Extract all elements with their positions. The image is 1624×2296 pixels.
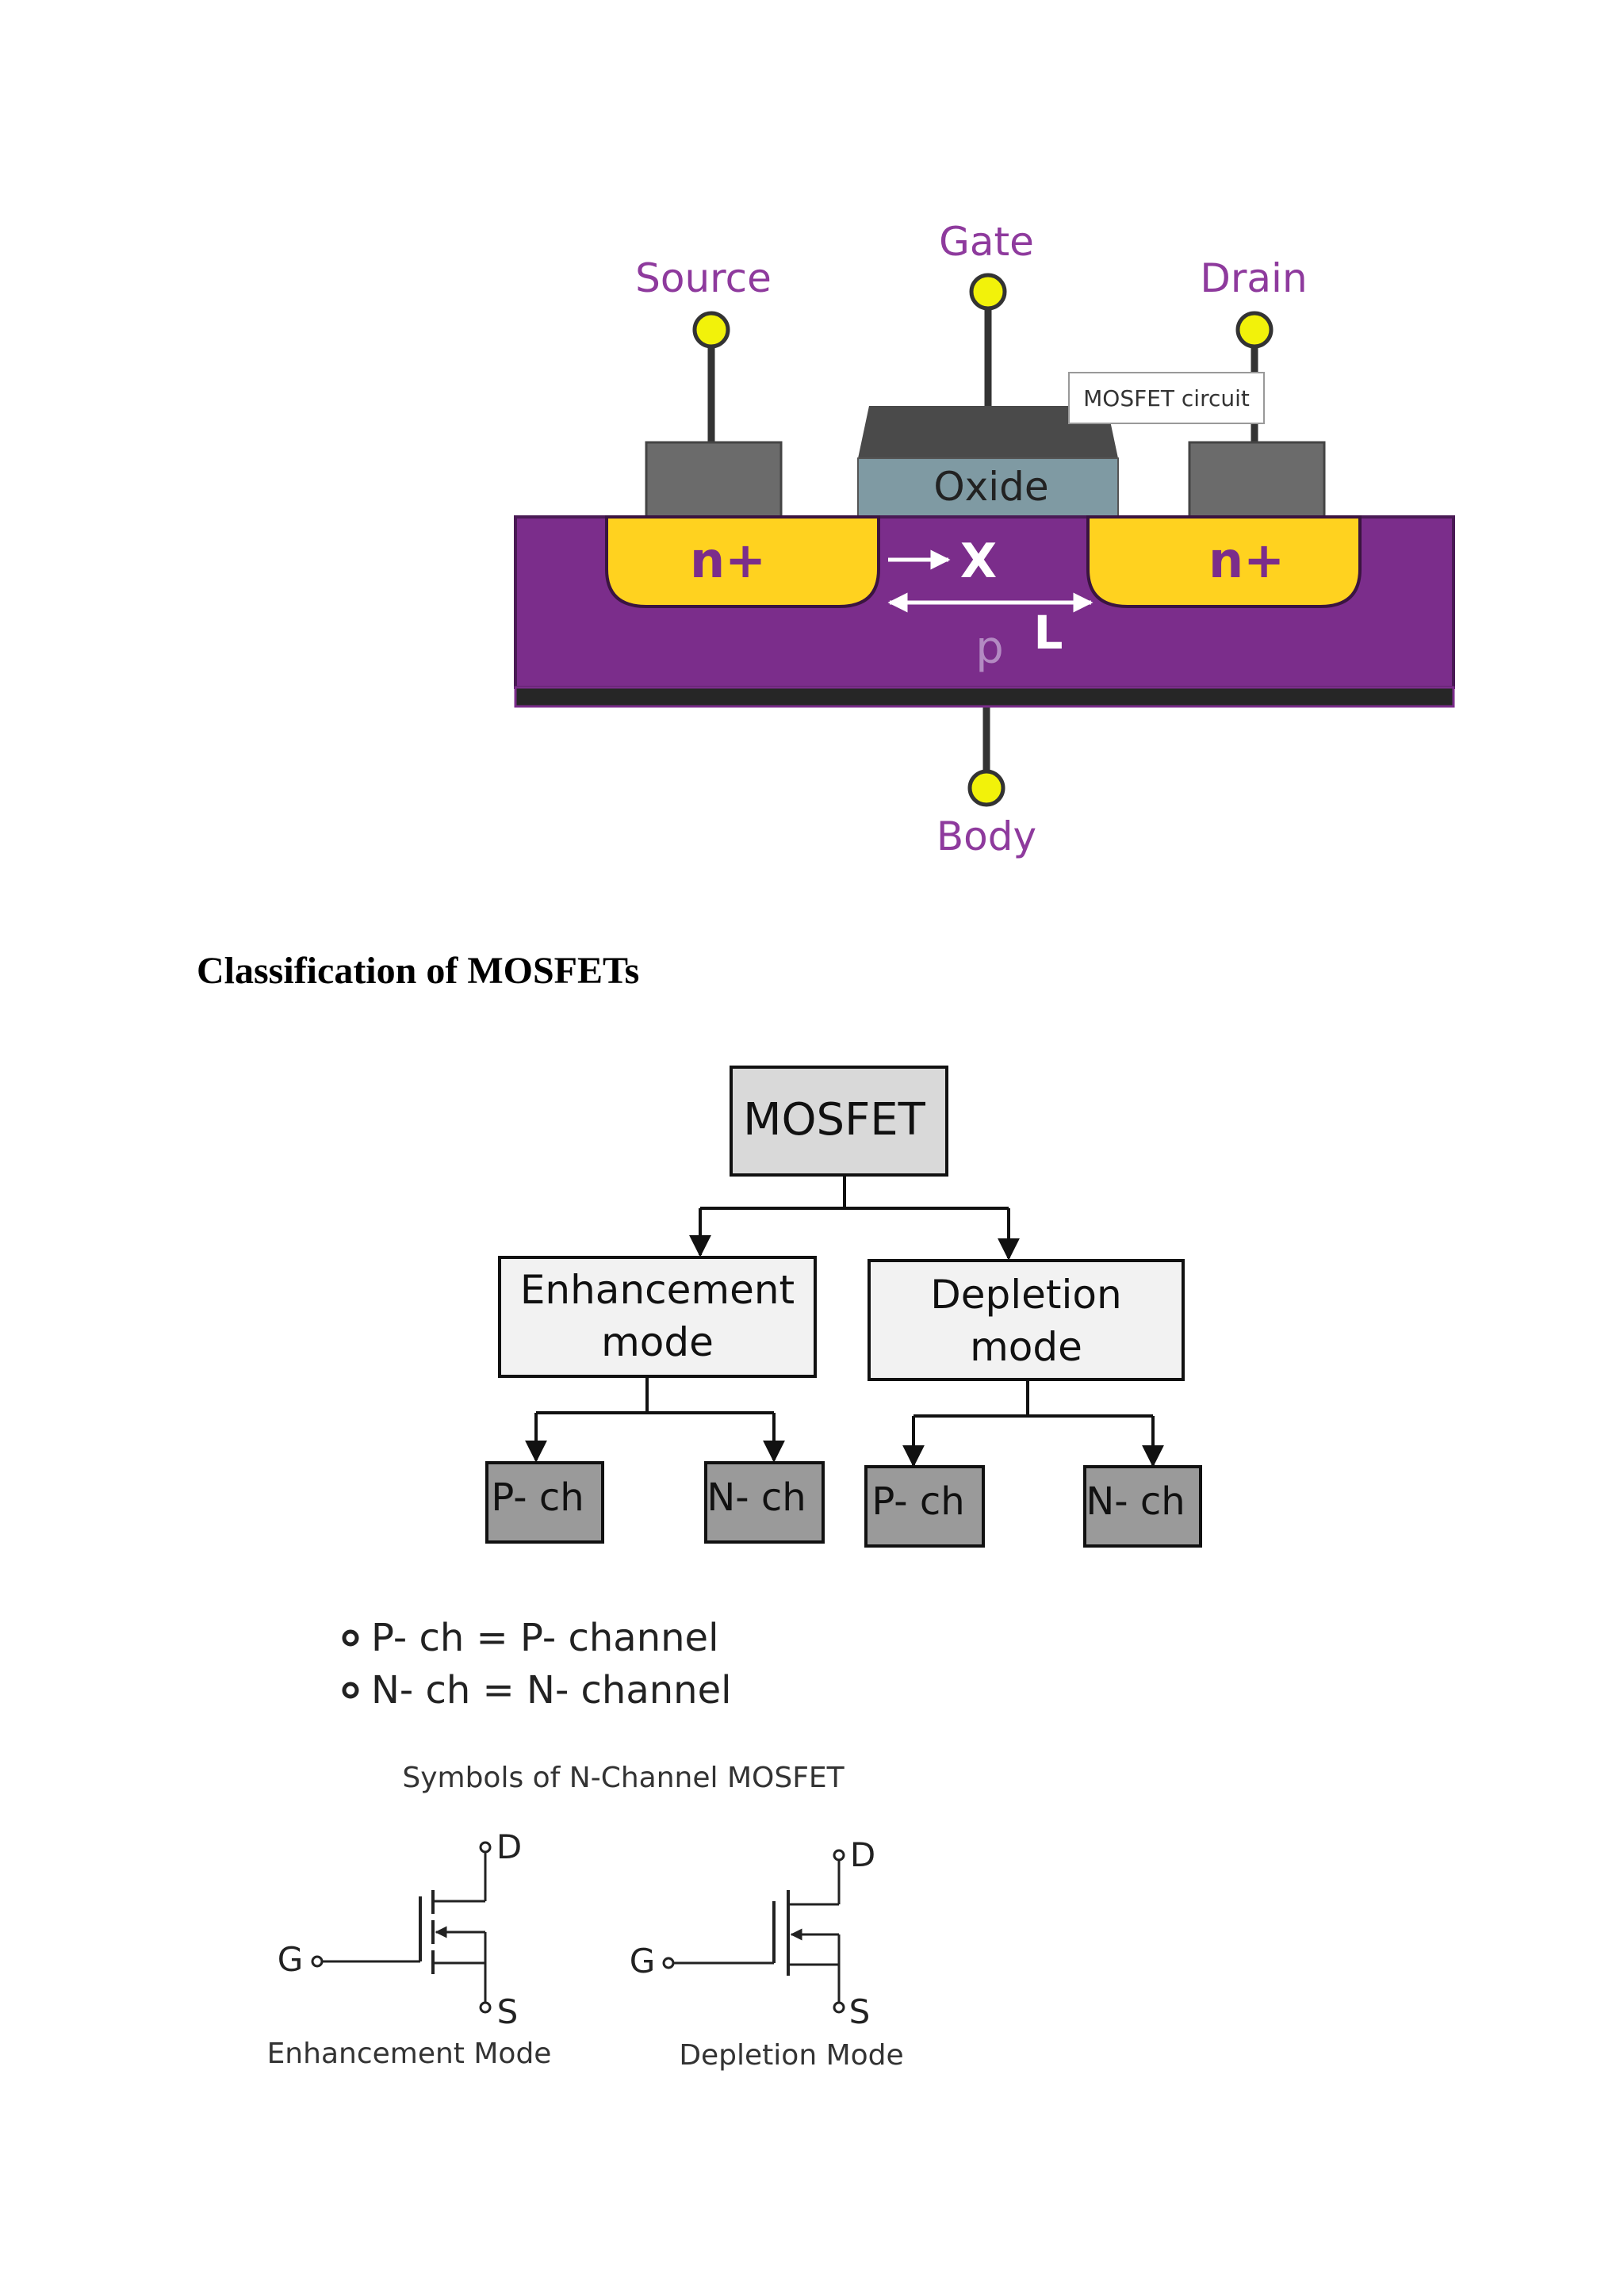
source-label: Source: [635, 255, 772, 301]
drain-label: Drain: [1200, 255, 1307, 301]
dep-drain-label: D: [850, 1835, 875, 1874]
dep-drain-terminal: [833, 1849, 845, 1862]
legend-bullet: [342, 1682, 359, 1699]
tree-root-label: MOSFET: [743, 1094, 926, 1146]
dep-gate-label: G: [630, 1942, 656, 1980]
x-marker-label: X: [960, 534, 997, 589]
leaf-pch-enhancement-label: P- ch: [491, 1475, 584, 1520]
section-heading: Classification of MOSFETs: [197, 950, 639, 992]
leaf-pch-enhancement: [485, 1461, 604, 1544]
gate-metal: [858, 406, 1118, 458]
enh-source-label: S: [497, 1992, 519, 2031]
enh-drain-terminal: [479, 1841, 492, 1854]
abbreviation-legend: P- ch = P- channel N- ch = N- channel: [342, 1616, 731, 1712]
n-plus-source-well: [605, 515, 880, 608]
drain-terminal-dot: [1235, 311, 1274, 349]
enh-source-terminal: [479, 2001, 492, 2014]
dep-gate-terminal: [662, 1957, 675, 1969]
enhancement-mode-box: [498, 1256, 817, 1378]
gate-terminal-dot: [969, 273, 1007, 311]
n-plus-left-label: n+: [690, 531, 766, 589]
enhancement-mode-line2: mode: [601, 1319, 714, 1365]
symbols-title: Symbols of N-Channel MOSFET: [402, 1762, 845, 1794]
legend-bullet: [342, 1629, 359, 1647]
enh-drain-label: D: [496, 1827, 522, 1866]
leaf-nch-depletion-label: N- ch: [1086, 1479, 1185, 1524]
enh-gate-terminal: [311, 1955, 324, 1968]
n-plus-right-label: n+: [1208, 531, 1285, 589]
source-terminal-dot: [692, 311, 730, 349]
depletion-mode-line2: mode: [970, 1324, 1082, 1370]
gate-label: Gate: [939, 219, 1034, 265]
n-channel-symbols: Symbols of N-Channel MOSFET G D S Enhanc…: [267, 1762, 904, 2072]
n-plus-drain-well: [1086, 515, 1362, 608]
classification-tree: MOSFET Enhancement mode Depletion mode P…: [485, 1066, 1202, 1548]
channel-length-label: L: [1034, 606, 1063, 660]
drain-contact: [1188, 441, 1326, 520]
leaf-nch-depletion: [1083, 1465, 1202, 1548]
enhancement-mode-symbol: G D S Enhancement Mode: [267, 1827, 552, 2070]
oxide-layer: [857, 457, 1119, 519]
p-region-label: p: [975, 622, 1004, 674]
depletion-mode-symbol: G D S Depletion Mode: [630, 1835, 904, 2072]
enhancement-mode-line1: Enhancement: [520, 1267, 795, 1313]
tree-root-box: [730, 1066, 948, 1177]
body-metal-base: [514, 686, 1455, 708]
dep-source-label: S: [849, 1992, 871, 2031]
leaf-nch-enhancement: [704, 1461, 825, 1544]
source-contact: [645, 441, 783, 520]
legend-item-pch: P- ch = P- channel: [371, 1616, 718, 1660]
mosfet-circuit-tooltip: [1068, 372, 1265, 424]
dep-caption: Depletion Mode: [679, 2039, 903, 2072]
body-label: Body: [936, 813, 1036, 859]
depletion-mode-box: [868, 1259, 1185, 1381]
leaf-pch-depletion: [864, 1465, 985, 1548]
enh-caption: Enhancement Mode: [267, 2038, 552, 2070]
mosfet-cross-section: Source Gate Drain Oxide n+ n+ X p: [514, 219, 1455, 859]
tooltip-text: MOSFET circuit: [1083, 385, 1250, 411]
oxide-label: Oxide: [933, 464, 1048, 510]
legend-item-nch: N- ch = N- channel: [371, 1668, 731, 1712]
enh-gate-label: G: [278, 1940, 304, 1979]
leaf-nch-enhancement-label: N- ch: [707, 1475, 806, 1520]
body-terminal-dot: [967, 769, 1005, 807]
leaf-pch-depletion-label: P- ch: [871, 1479, 964, 1524]
dep-source-terminal: [833, 2001, 845, 2014]
depletion-mode-line1: Depletion: [930, 1272, 1121, 1318]
